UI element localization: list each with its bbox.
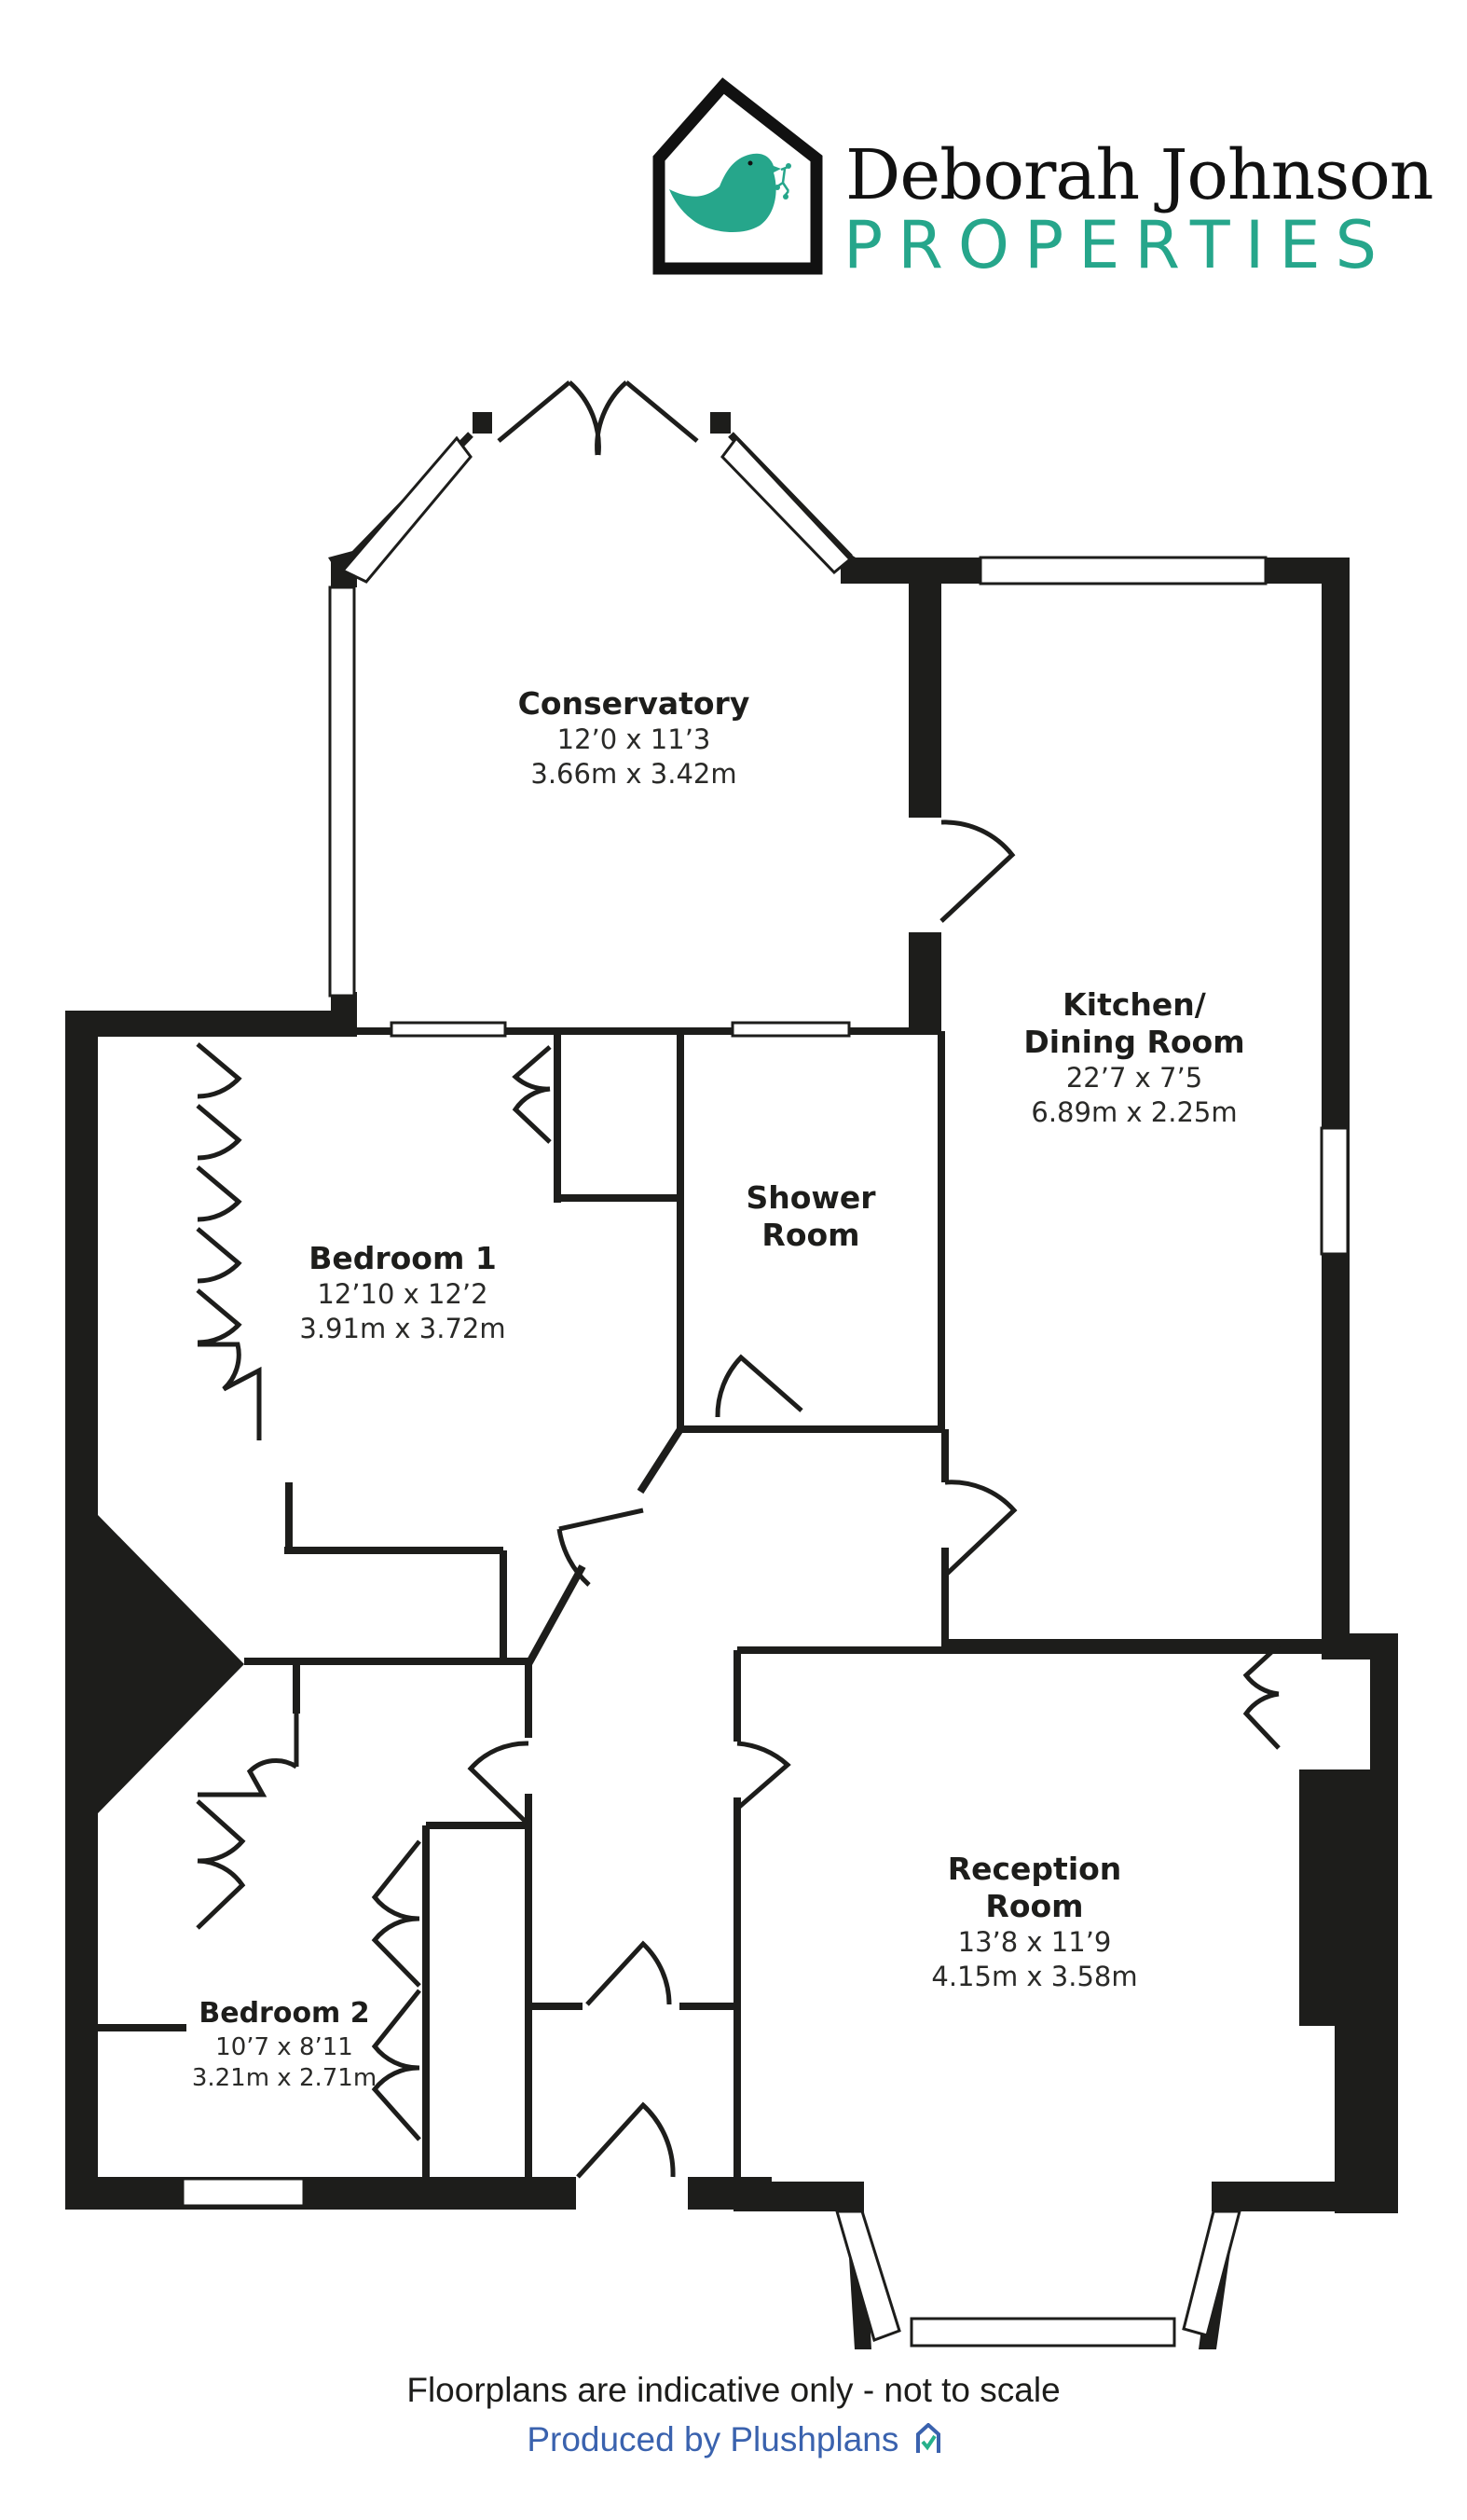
room-dim-metric: 6.89m x 2.25m (1031, 1096, 1238, 1128)
house-outline-icon (652, 77, 823, 275)
door-swing (735, 1741, 791, 1811)
window (1320, 1126, 1350, 1256)
cupboard-door (512, 1086, 552, 1144)
wardrobe-door (196, 1042, 242, 1099)
room-dim-imperial: 12’0 x 11’3 (556, 723, 711, 755)
plushplans-house-check-icon (915, 2422, 940, 2453)
room-name-line2: Dining Room (1023, 1024, 1245, 1060)
brand-logo (652, 77, 823, 275)
door-swing (715, 1354, 803, 1418)
room-label-conservatory: Conservatory 12’0 x 11’3 3.66m x 3.42m (518, 685, 750, 792)
wardrobe-door (196, 1288, 242, 1345)
room-dim-imperial: 13’8 x 11’9 (957, 1926, 1112, 1958)
wardrobe-door (196, 1165, 242, 1222)
room-name: Bedroom 1 (308, 1240, 497, 1276)
brand-subtitle: PROPERTIES (843, 207, 1392, 283)
window (720, 435, 853, 575)
room-dim-metric: 3.66m x 3.42m (530, 758, 737, 790)
front-door (576, 2101, 676, 2179)
window (390, 1021, 507, 1038)
door-swing (467, 1741, 529, 1825)
windows (181, 435, 1350, 2348)
window (731, 1021, 851, 1038)
room-label-reception: Reception Room 13’8 x 11’9 4.15m x 3.58m (931, 1851, 1137, 1994)
door-swing (497, 380, 601, 456)
room-label-bedroom-1: Bedroom 1 12’10 x 12’2 3.91m x 3.72m (299, 1240, 505, 1346)
room-name-line1: Reception (947, 1851, 1122, 1887)
room-name: Bedroom 2 (199, 1997, 370, 2030)
room-label-kitchen: Kitchen/ Dining Room 22’7 x 7’5 6.89m x … (1023, 986, 1244, 1130)
disclaimer: Floorplans are indicative only - not to … (406, 2371, 1061, 2409)
wardrobe-door (371, 1839, 421, 1921)
brand-name: Deborah Johnson (845, 135, 1433, 215)
cupboard-door (512, 1045, 552, 1092)
door-swing (585, 1940, 672, 2006)
room-dim-metric: 4.15m x 3.58m (931, 1961, 1138, 1992)
wardrobe-door (371, 1989, 421, 2071)
window (181, 2177, 306, 2208)
room-name-line1: Shower (746, 1179, 876, 1216)
room-label-bedroom-2: Bedroom 2 10’7 x 8’11 3.21m x 2.71m (192, 1995, 377, 2094)
room-dim-imperial: 10’7 x 8’11 (215, 2033, 353, 2061)
wardrobe-door (196, 1858, 246, 1930)
cupboard-door (1242, 1691, 1281, 1750)
wardrobe-door (371, 2065, 421, 2141)
wardrobe-door (198, 1342, 262, 1440)
window (979, 556, 1268, 585)
room-name-line2: Room (761, 1217, 860, 1253)
bird-icon (669, 153, 791, 233)
room-name-line1: Kitchen/ (1063, 986, 1206, 1023)
door-swing (556, 1508, 644, 1587)
room-dim-metric: 3.21m x 2.71m (191, 2064, 377, 2092)
wardrobe-door (196, 1799, 246, 1864)
door-swing (595, 380, 699, 456)
room-name-line2: Room (985, 1888, 1084, 1924)
door-swing (939, 819, 1016, 923)
wardrobe-door (196, 1104, 242, 1161)
wardrobe-door (196, 1227, 242, 1284)
window (835, 2210, 901, 2342)
room-label-shower-room: Shower Room (746, 1179, 875, 1254)
room-dim-imperial: 22’7 x 7’5 (1065, 1062, 1203, 1094)
wardrobe-door (198, 1714, 299, 1797)
door-swing (943, 1480, 1018, 1577)
window (910, 2317, 1176, 2348)
doors (196, 380, 1281, 2179)
credit-line: Produced by Plushplans (0, 2420, 1467, 2459)
room-dim-imperial: 12’10 x 12’2 (317, 1278, 488, 1310)
wardrobe-door (371, 1916, 421, 1988)
room-dim-metric: 3.91m x 3.72m (299, 1313, 506, 1344)
window (340, 435, 473, 584)
window (1182, 2210, 1241, 2337)
credit-text: Produced by Plushplans (527, 2420, 899, 2458)
room-name: Conservatory (517, 685, 750, 722)
window (328, 585, 356, 998)
